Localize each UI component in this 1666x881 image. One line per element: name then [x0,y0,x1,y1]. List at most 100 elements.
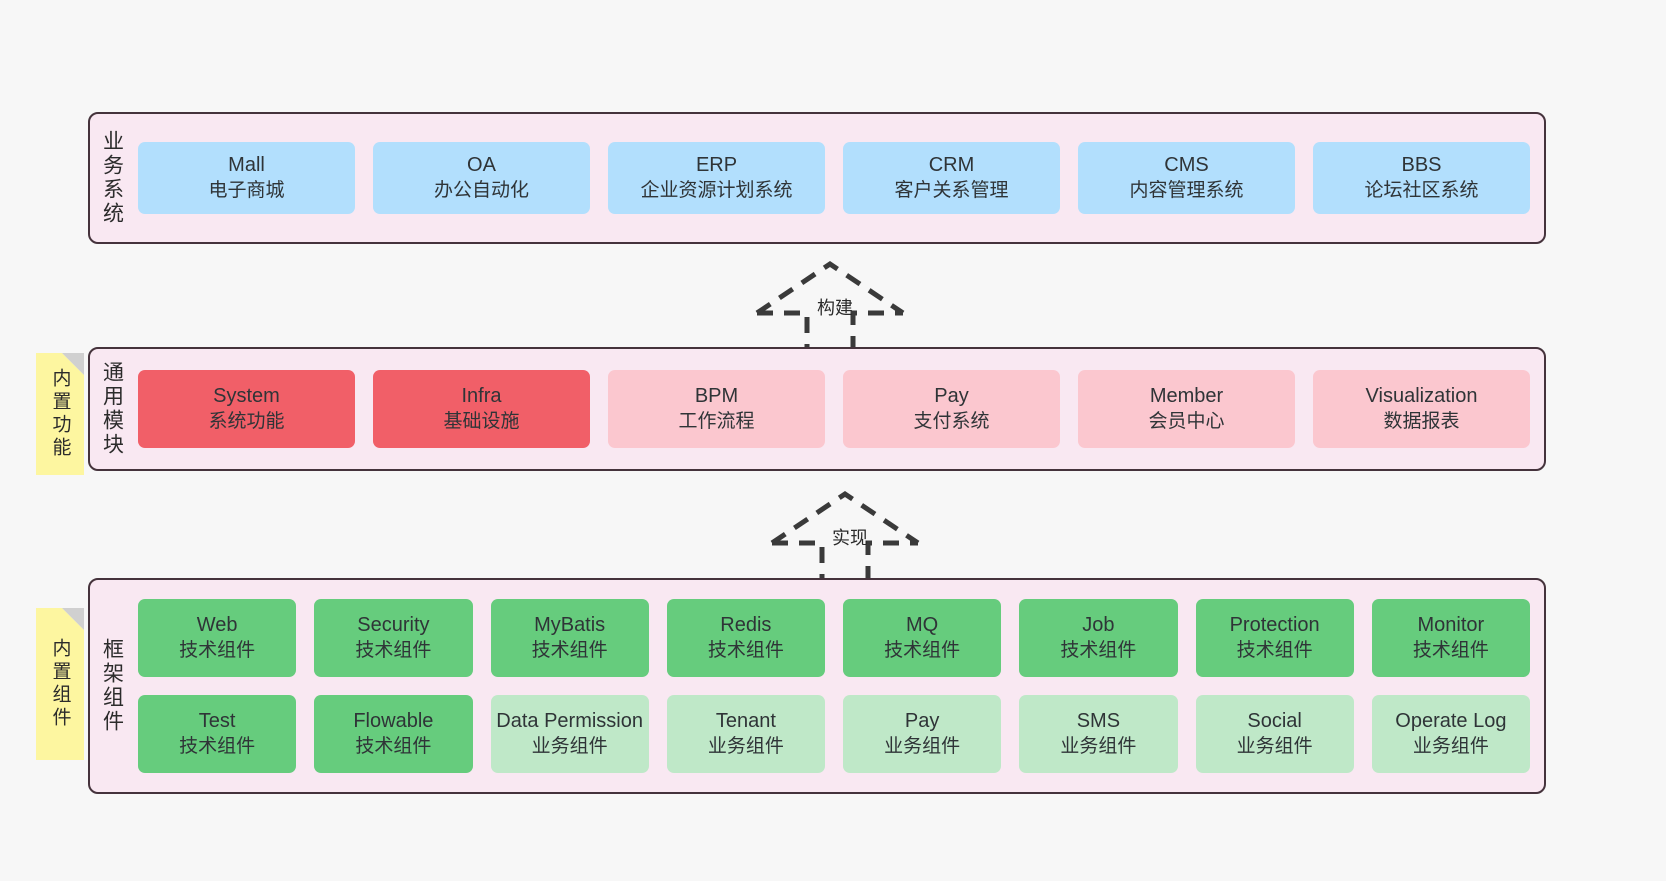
module-name: Monitor [1417,614,1485,637]
module-card-web[interactable]: Web 技术组件 [138,599,297,677]
module-name: MQ [906,614,939,637]
module-card-crm[interactable]: CRM 客户关系管理 [843,142,1060,214]
module-card-redis[interactable]: Redis 技术组件 [666,599,825,677]
module-name: Web [196,614,238,637]
module-subtitle: 电子商城 [208,179,285,201]
module-subtitle: 基础设施 [443,410,520,432]
module-card-monitor[interactable]: Monitor 技术组件 [1371,599,1530,677]
module-card-data-permission[interactable]: Data Permission 业务组件 [490,695,649,773]
module-name: Social [1247,710,1302,733]
layer-common-modules: 通用模块 System 系统功能 Infra 基础设施 BPM 工作流程 Pay… [88,347,1546,471]
module-subtitle: 工作流程 [678,410,755,432]
module-subtitle: 办公自动化 [433,179,529,201]
module-subtitle: 技术组件 [1412,639,1489,661]
module-card-mybatis[interactable]: MyBatis 技术组件 [490,599,649,677]
module-name: Security [357,614,430,637]
module-name: Flowable [353,710,434,733]
arrow-build-up-icon: 构建 [745,258,915,358]
module-card-erp[interactable]: ERP 企业资源计划系统 [608,142,825,214]
module-name: BPM [694,385,739,408]
module-name: MyBatis [534,614,606,637]
module-name: OA [467,154,496,177]
layer-title-framework: 框架组件 [100,638,124,734]
module-subtitle: 企业资源计划系统 [640,179,793,201]
module-name: Operate Log [1395,710,1507,733]
sticky-note-label: 内置组件 [49,638,71,730]
module-subtitle: 技术组件 [531,639,608,661]
layer-body-business: Mall 电子商城 OA 办公自动化 ERP 企业资源计划系统 CRM 客户关系… [134,114,1544,242]
module-card-pay[interactable]: Pay 支付系统 [843,370,1060,448]
module-card-security[interactable]: Security 技术组件 [314,599,473,677]
module-subtitle: 业务组件 [1060,735,1137,757]
module-card-bpm[interactable]: BPM 工作流程 [608,370,825,448]
arrow-implement-label: 实现 [832,528,868,548]
module-card-system[interactable]: System 系统功能 [138,370,355,448]
module-name: Visualization [1365,385,1478,408]
module-name: System [213,385,280,408]
module-card-visualization[interactable]: Visualization 数据报表 [1313,370,1530,448]
module-card-tenant[interactable]: Tenant 业务组件 [666,695,825,773]
module-name: CRM [928,154,975,177]
module-subtitle: 业务组件 [1236,735,1313,757]
module-subtitle: 技术组件 [884,639,961,661]
module-name: SMS [1076,710,1121,733]
module-name: ERP [695,154,738,177]
layer-body-framework: Web 技术组件 Security 技术组件 MyBatis 技术组件 Redi… [134,580,1544,792]
layer-business-systems: 业务系统 Mall 电子商城 OA 办公自动化 ERP 企业资源计划系统 CRM… [88,112,1546,244]
module-subtitle: 业务组件 [531,735,608,757]
module-name: Job [1082,614,1115,637]
module-card-flowable[interactable]: Flowable 技术组件 [314,695,473,773]
module-name: Pay [934,385,969,408]
module-name: Pay [904,710,940,733]
module-card-job[interactable]: Job 技术组件 [1019,599,1178,677]
module-name: Infra [461,385,502,408]
module-card-mq[interactable]: MQ 技术组件 [843,599,1002,677]
arrow-implement-up-icon: 实现 [760,488,930,588]
module-subtitle: 业务组件 [884,735,961,757]
sticky-note-builtin-components: 内置组件 [36,608,84,760]
module-subtitle: 技术组件 [355,735,432,757]
module-card-pay-component[interactable]: Pay 业务组件 [843,695,1002,773]
module-subtitle: 技术组件 [355,639,432,661]
module-name: Data Permission [496,710,643,733]
arrow-build-label: 构建 [817,298,853,318]
module-subtitle: 技术组件 [179,639,256,661]
module-name: Member [1149,385,1224,408]
module-name: Redis [720,614,772,637]
layer-title-common: 通用模块 [100,361,124,457]
sticky-note-label: 内置功能 [49,368,71,460]
module-card-social[interactable]: Social 业务组件 [1195,695,1354,773]
layer-body-common: System 系统功能 Infra 基础设施 BPM 工作流程 Pay 支付系统… [134,349,1544,469]
module-subtitle: 技术组件 [1236,639,1313,661]
module-card-operate-log[interactable]: Operate Log 业务组件 [1371,695,1530,773]
sticky-note-builtin-features: 内置功能 [36,353,84,475]
module-subtitle: 客户关系管理 [894,179,1009,201]
layer-framework-components: 框架组件 Web 技术组件 Security 技术组件 MyBatis 技术组件… [88,578,1546,794]
module-card-protection[interactable]: Protection 技术组件 [1195,599,1354,677]
module-card-mall[interactable]: Mall 电子商城 [138,142,355,214]
module-name: Protection [1229,614,1320,637]
module-subtitle: 技术组件 [707,639,784,661]
module-row: System 系统功能 Infra 基础设施 BPM 工作流程 Pay 支付系统… [138,370,1530,448]
module-name: Test [198,710,236,733]
module-card-oa[interactable]: OA 办公自动化 [373,142,590,214]
module-name: Tenant [715,710,776,733]
module-subtitle: 系统功能 [208,410,285,432]
module-card-sms[interactable]: SMS 业务组件 [1019,695,1178,773]
module-card-infra[interactable]: Infra 基础设施 [373,370,590,448]
module-card-bbs[interactable]: BBS 论坛社区系统 [1313,142,1530,214]
module-card-test[interactable]: Test 技术组件 [138,695,297,773]
layer-title-business: 业务系统 [100,130,124,226]
module-subtitle: 业务组件 [707,735,784,757]
module-row: Web 技术组件 Security 技术组件 MyBatis 技术组件 Redi… [138,599,1530,677]
module-row: Mall 电子商城 OA 办公自动化 ERP 企业资源计划系统 CRM 客户关系… [138,142,1530,214]
module-subtitle: 会员中心 [1148,410,1225,432]
module-subtitle: 支付系统 [913,410,990,432]
module-name: CMS [1164,154,1209,177]
module-subtitle: 技术组件 [1060,639,1137,661]
module-subtitle: 技术组件 [179,735,256,757]
module-name: BBS [1401,154,1442,177]
module-card-cms[interactable]: CMS 内容管理系统 [1078,142,1295,214]
module-card-member[interactable]: Member 会员中心 [1078,370,1295,448]
